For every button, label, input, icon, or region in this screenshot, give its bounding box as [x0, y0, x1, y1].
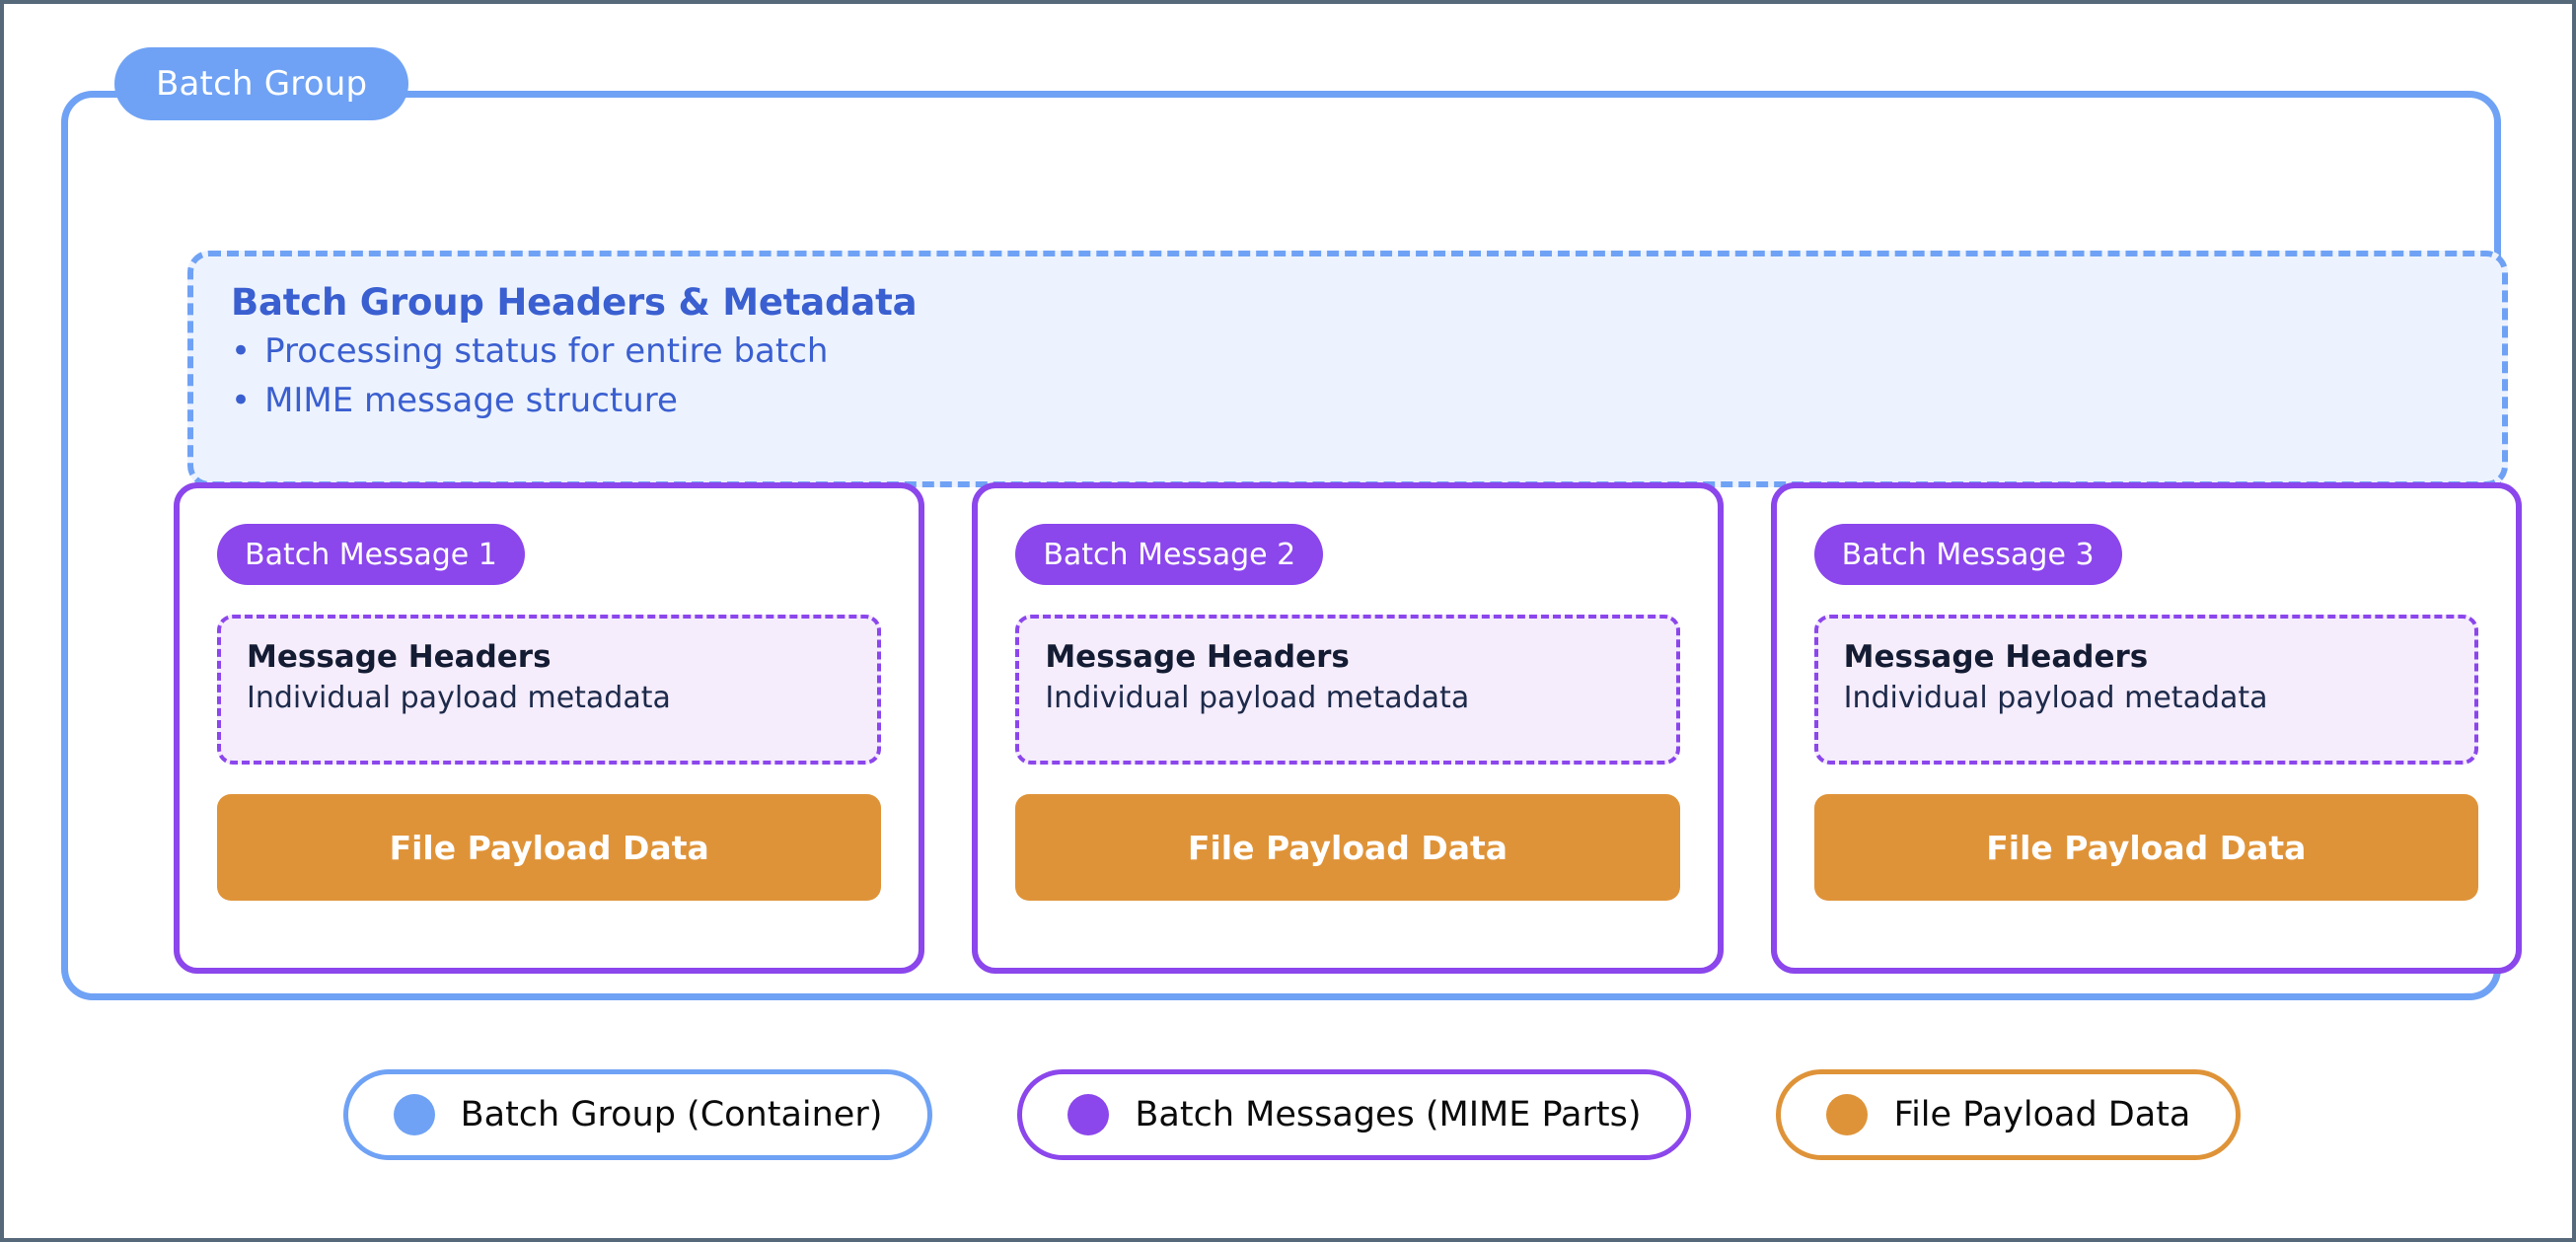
metadata-bullet-label: Processing status for entire batch — [264, 331, 829, 371]
batch-message-card-1: Batch Message 1 Message Headers Individu… — [174, 482, 925, 974]
legend-dot-file-payload-icon — [1826, 1094, 1869, 1135]
batch-message-badge-2: Batch Message 2 — [1015, 524, 1324, 585]
file-payload-bar-1: File Payload Data — [217, 794, 882, 901]
message-headers-title: Message Headers — [1843, 639, 2149, 675]
message-headers-subtitle: Individual payload metadata — [1045, 681, 1470, 716]
message-headers-title: Message Headers — [247, 639, 552, 675]
batch-message-badge-1: Batch Message 1 — [217, 524, 525, 585]
batch-message-card-2: Batch Message 2 Message Headers Individu… — [972, 482, 1724, 974]
legend-item-file-payload: File Payload Data — [1776, 1069, 2242, 1160]
message-headers-subtitle: Individual payload metadata — [247, 681, 671, 716]
legend: Batch Group (Container) Batch Messages (… — [4, 1069, 2576, 1160]
bullet-dot-icon: • — [231, 331, 252, 371]
legend-item-batch-messages: Batch Messages (MIME Parts) — [1017, 1069, 1692, 1160]
batch-message-badge-3: Batch Message 3 — [1813, 524, 2122, 585]
legend-label-batch-group: Batch Group (Container) — [460, 1095, 883, 1134]
batch-group-container: Batch Group Headers & Metadata • Process… — [61, 91, 2522, 1000]
batch-group-badge: Batch Group — [114, 47, 409, 120]
batch-messages-row: Batch Message 1 Message Headers Individu… — [174, 482, 2522, 974]
metadata-bullet-item: • MIME message structure — [231, 384, 2465, 417]
legend-label-file-payload: File Payload Data — [1893, 1095, 2191, 1134]
metadata-bullet-item: • Processing status for entire batch — [231, 334, 2465, 368]
file-payload-bar-3: File Payload Data — [1813, 794, 2478, 901]
batch-group-metadata-title: Batch Group Headers & Metadata — [231, 281, 918, 324]
message-headers-subtitle: Individual payload metadata — [1843, 681, 2268, 716]
metadata-bullet-label: MIME message structure — [264, 381, 678, 420]
legend-label-batch-messages: Batch Messages (MIME Parts) — [1135, 1095, 1642, 1134]
batch-message-card-3: Batch Message 3 Message Headers Individu… — [1770, 482, 2522, 974]
file-payload-bar-2: File Payload Data — [1015, 794, 1680, 901]
legend-dot-batch-group-icon — [393, 1094, 435, 1135]
bullet-dot-icon: • — [231, 381, 252, 420]
message-headers-box-3: Message Headers Individual payload metad… — [1813, 615, 2478, 765]
message-headers-box-1: Message Headers Individual payload metad… — [217, 615, 882, 765]
message-headers-title: Message Headers — [1045, 639, 1350, 675]
message-headers-box-2: Message Headers Individual payload metad… — [1015, 615, 1680, 765]
legend-dot-batch-messages-icon — [1067, 1094, 1110, 1135]
legend-item-batch-group: Batch Group (Container) — [342, 1069, 933, 1160]
batch-group-metadata-box: Batch Group Headers & Metadata • Process… — [187, 251, 2508, 487]
